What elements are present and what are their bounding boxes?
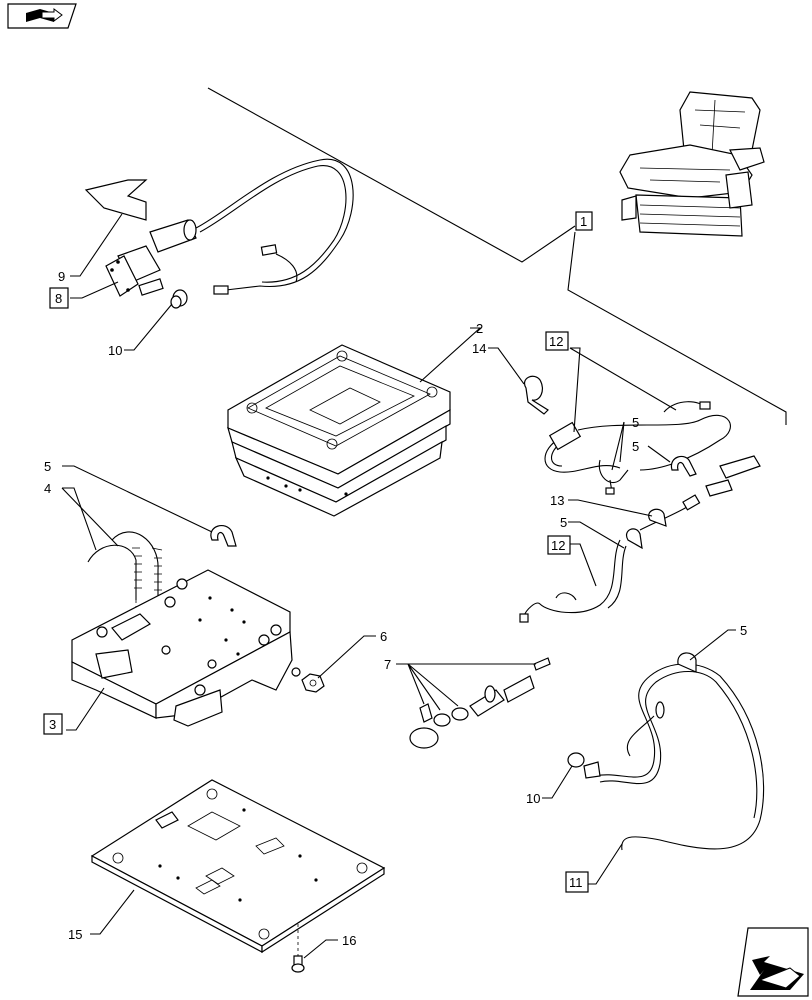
nut (301, 673, 325, 693)
cable-tie (524, 375, 549, 415)
screw (291, 924, 305, 973)
mounting-plate (90, 779, 386, 954)
callout-5-left: 5 (44, 459, 51, 474)
callout-3: 3 (49, 717, 56, 732)
callout-5-harness: 5 (740, 623, 747, 638)
book-arrow-icon[interactable] (7, 3, 77, 29)
plug-upper (170, 289, 188, 309)
callout-14: 14 (472, 341, 486, 356)
callout-1: 1 (580, 214, 587, 229)
callout-7: 7 (384, 657, 391, 672)
clip-right (670, 455, 697, 477)
callout-8: 8 (55, 291, 62, 306)
callout-13: 13 (550, 493, 564, 508)
callout-4: 4 (44, 481, 51, 496)
callout-12-upper: 12 (549, 334, 563, 349)
callout-15: 15 (68, 927, 82, 942)
callout-11: 11 (569, 875, 583, 890)
callout-16: 16 (342, 933, 356, 948)
callout-10-upper: 10 (108, 343, 122, 358)
clip-left (210, 524, 237, 547)
callout-10-lower: 10 (526, 791, 540, 806)
harness-large (567, 652, 765, 851)
callout-12-lower: 12 (551, 538, 565, 553)
callout-9: 9 (58, 269, 65, 284)
seat-assembly (619, 91, 765, 237)
callout-6: 6 (380, 629, 387, 644)
sheet-plate (84, 179, 148, 221)
callout-5-mid: 5 (632, 415, 639, 430)
bellows (227, 344, 451, 517)
bolt-set (409, 657, 551, 749)
base-frame (71, 569, 301, 727)
next-arrow-icon[interactable] (737, 927, 809, 997)
harness-lower (519, 494, 701, 623)
actuator (105, 158, 354, 297)
callout-5-lower: 5 (560, 515, 567, 530)
callout-2: 2 (476, 321, 483, 336)
callout-5-right: 5 (632, 439, 639, 454)
connector-pair (719, 455, 761, 479)
